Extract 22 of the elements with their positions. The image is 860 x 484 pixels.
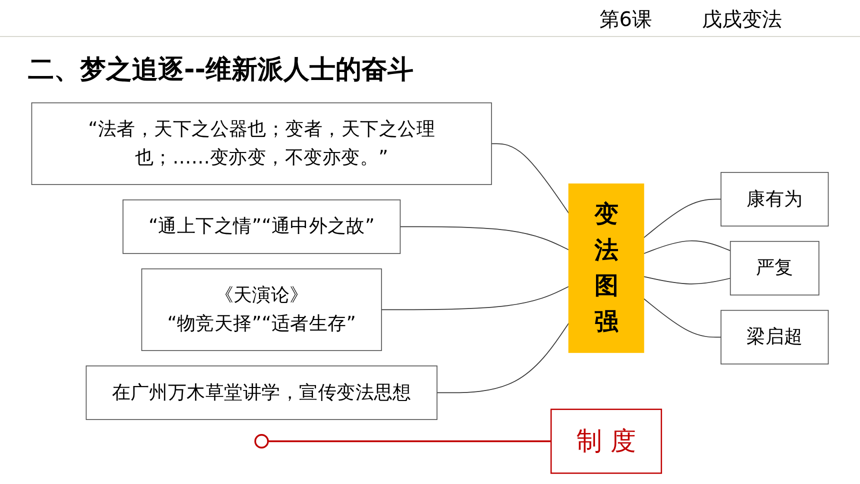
heading: 二、梦之追逐--维新派人士的奋斗	[28, 54, 414, 87]
node-box: 变法图强	[568, 183, 644, 353]
connector	[268, 440, 552, 442]
connector	[491, 143, 570, 214]
node-box: 严复	[730, 240, 820, 296]
connector	[400, 226, 570, 250]
node-circle	[254, 434, 269, 448]
connector	[643, 298, 722, 338]
node-box: 在广州万木草堂讲学，宣传变法思想	[86, 365, 438, 420]
node-box: 制 度	[550, 408, 662, 474]
header-text: 第6课	[599, 6, 652, 33]
connector	[643, 198, 722, 238]
node-box: 梁启超	[720, 310, 829, 364]
connector	[381, 286, 570, 310]
node-box: “法者，天下之公器也；变者，天下之公理也；……变亦变，不变亦变。”	[31, 102, 492, 185]
connector	[643, 240, 731, 254]
connector	[436, 322, 570, 394]
node-box: 康有为	[720, 172, 829, 226]
header-text: 戊戌变法	[702, 6, 782, 33]
connector	[643, 276, 731, 284]
node-box: 《天演论》 “物竞天择”“适者生存”	[141, 268, 382, 351]
node-box: “通上下之情”“通中外之故”	[122, 199, 401, 254]
